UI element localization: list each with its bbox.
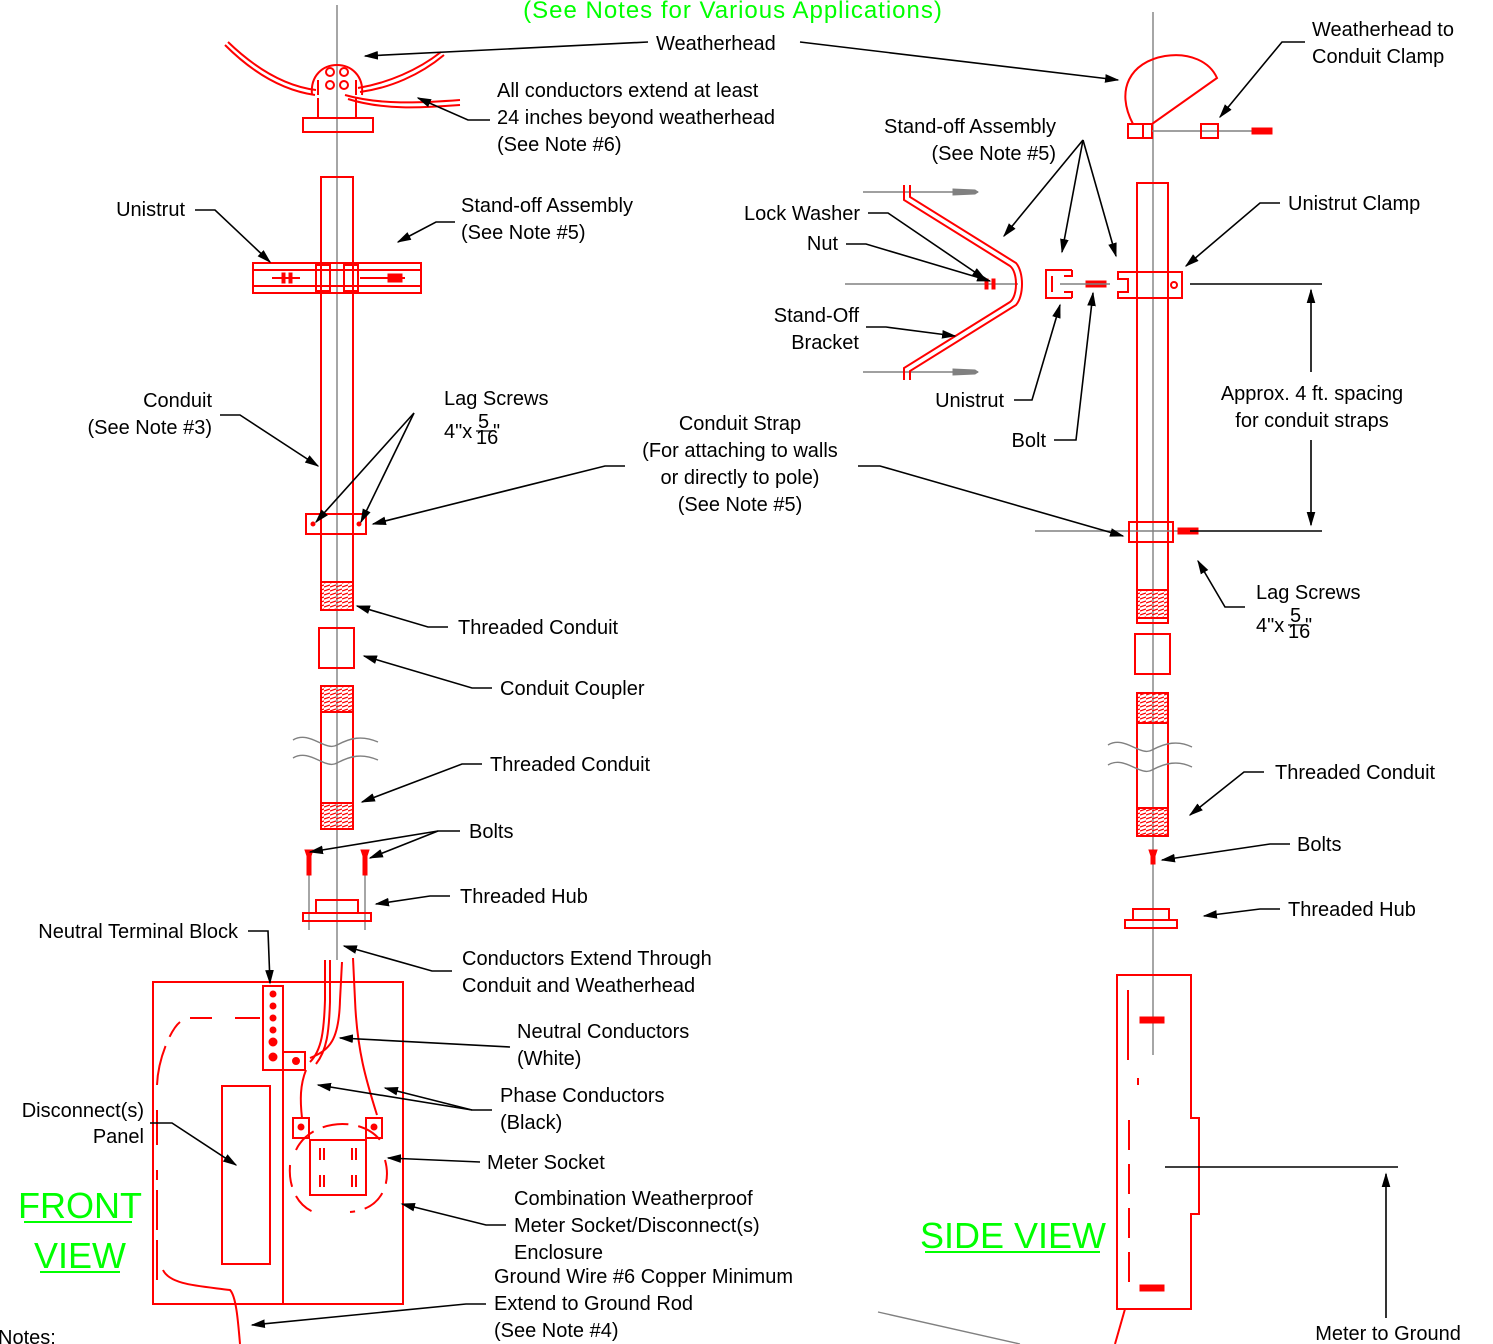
label-spacing-2: for conduit straps: [1235, 410, 1388, 432]
label-conduit-strap-3: or directly to pole): [661, 467, 820, 489]
label-bolts-front: Bolts: [469, 821, 513, 843]
label-ground-wire-2: Extend to Ground Rod: [494, 1293, 693, 1315]
side-view-drawing: [845, 12, 1273, 1344]
label-neutral-conductors-1: Neutral Conductors: [517, 1021, 689, 1043]
label-threaded-hub-side: Threaded Hub: [1288, 899, 1416, 921]
label-weatherhead-clamp-1: Weatherhead to: [1312, 19, 1454, 41]
label-standoff-bracket-1: Stand-Off: [774, 305, 860, 327]
label-combination-2: Meter Socket/Disconnect(s): [514, 1215, 760, 1237]
label-lock-washer: Lock Washer: [744, 203, 860, 225]
threaded-hub-side: [1124, 908, 1178, 929]
label-weatherhead: Weatherhead: [656, 33, 776, 55]
label-nut: Nut: [807, 233, 839, 255]
label-threaded-conduit-2: Threaded Conduit: [490, 754, 651, 776]
unistrut-clamp-side: [1117, 271, 1183, 299]
label-ground-wire-1: Ground Wire #6 Copper Minimum: [494, 1266, 793, 1288]
label-meter-socket: Meter Socket: [487, 1152, 605, 1174]
label-standoff-side-2: (See Note #5): [931, 143, 1056, 165]
meter-enclosure-front: [152, 981, 404, 1344]
label-standoff-front-1: Stand-off Assembly: [461, 195, 633, 217]
label-conduit-strap-4: (See Note #5): [678, 494, 803, 516]
label-meter-to-ground: Meter to Ground: [1315, 1323, 1461, 1344]
front-view-title-2: VIEW: [34, 1235, 126, 1276]
label-unistrut-clamp: Unistrut Clamp: [1288, 193, 1420, 215]
label-unistrut-side: Unistrut: [935, 390, 1004, 412]
conduit-coupler-side: [1134, 633, 1171, 675]
standoff-assembly-side: [845, 185, 1110, 380]
label-standoff-front-2: (See Note #5): [461, 222, 586, 244]
label-threaded-conduit-side: Threaded Conduit: [1275, 762, 1436, 784]
label-conductors-extend-3: (See Note #6): [497, 134, 622, 156]
label-lag-size-front: 4"x: [444, 421, 472, 443]
header-note: (See Notes for Various Applications): [523, 0, 943, 24]
label-lag-den-front: 16: [476, 427, 498, 449]
label-conductors-through-1: Conductors Extend Through: [462, 948, 712, 970]
threaded-conduit-side-2: [1107, 692, 1193, 837]
bolts-front: [304, 849, 370, 930]
labels: Weatherhead All conductors extend at lea…: [0, 19, 1461, 1344]
threaded-conduit-front-2: [292, 685, 379, 830]
label-unistrut-front: Unistrut: [116, 199, 185, 221]
conduit-strap-front: [305, 513, 367, 535]
unistrut-front: [252, 262, 422, 294]
label-neutral-terminal-block: Neutral Terminal Block: [38, 921, 239, 943]
label-conduit-strap-1: Conduit Strap: [679, 413, 801, 435]
label-conduit-2: (See Note #3): [87, 417, 212, 439]
threaded-conduit-front-1: [320, 581, 354, 611]
notes-heading: Notes:: [0, 1327, 56, 1344]
label-conductors-through-2: Conduit and Weatherhead: [462, 975, 695, 997]
label-threaded-conduit-1: Threaded Conduit: [458, 617, 619, 639]
label-threaded-hub-front: Threaded Hub: [460, 886, 588, 908]
conduit-strap-side: [1035, 521, 1199, 543]
label-conduit-1: Conduit: [143, 390, 212, 412]
bolt-side: [1148, 849, 1158, 865]
view-titles: FRONT VIEW SIDE VIEW: [18, 1185, 1106, 1276]
label-standoff-side-1: Stand-off Assembly: [884, 116, 1056, 138]
label-lag-num-side: 5: [1290, 605, 1301, 627]
meter-enclosure-side: [1114, 974, 1200, 1344]
label-weatherhead-clamp-2: Conduit Clamp: [1312, 46, 1444, 68]
label-combination-1: Combination Weatherproof: [514, 1188, 753, 1210]
label-lag-size-side: 4"x: [1256, 615, 1284, 637]
label-disconnect-panel-2: Panel: [93, 1126, 144, 1148]
label-lag-den-side: 16: [1288, 621, 1310, 643]
label-phase-conductors-2: (Black): [500, 1112, 562, 1134]
front-view-drawing: [152, 5, 461, 1344]
label-combination-3: Enclosure: [514, 1242, 603, 1264]
conduit-side: [1136, 182, 1169, 624]
label-spacing-1: Approx. 4 ft. spacing: [1221, 383, 1403, 405]
label-conduit-coupler: Conduit Coupler: [500, 678, 645, 700]
label-conduit-strap-2: (For attaching to walls: [642, 440, 838, 462]
front-view-title-1: FRONT: [18, 1185, 142, 1226]
weatherhead-side: [1124, 54, 1273, 139]
label-lag-screws-front: Lag Screws: [444, 388, 549, 410]
conduit-coupler-front: [318, 627, 355, 669]
label-bolts-side: Bolts: [1297, 834, 1341, 856]
label-conductors-extend-1: All conductors extend at least: [497, 80, 759, 102]
label-bolt-side: Bolt: [1012, 430, 1047, 452]
label-lag-num-front: 5: [478, 411, 489, 433]
threaded-conduit-side-1: [1136, 589, 1169, 619]
label-disconnect-panel-1: Disconnect(s): [22, 1100, 144, 1122]
threaded-hub-front: [302, 899, 372, 922]
label-lag-screws-side: Lag Screws: [1256, 582, 1361, 604]
label-standoff-bracket-2: Bracket: [791, 332, 859, 354]
weatherhead-front: [224, 41, 461, 133]
label-phase-conductors-1: Phase Conductors: [500, 1085, 665, 1107]
label-neutral-conductors-2: (White): [517, 1048, 581, 1070]
label-lag-close-side: ": [1305, 615, 1312, 637]
side-view-title: SIDE VIEW: [920, 1215, 1106, 1256]
leader-lines: [150, 41, 1398, 1329]
label-lag-close-front: ": [493, 421, 500, 443]
label-conductors-extend-2: 24 inches beyond weatherhead: [497, 107, 775, 129]
label-ground-wire-3: (See Note #4): [494, 1320, 619, 1342]
